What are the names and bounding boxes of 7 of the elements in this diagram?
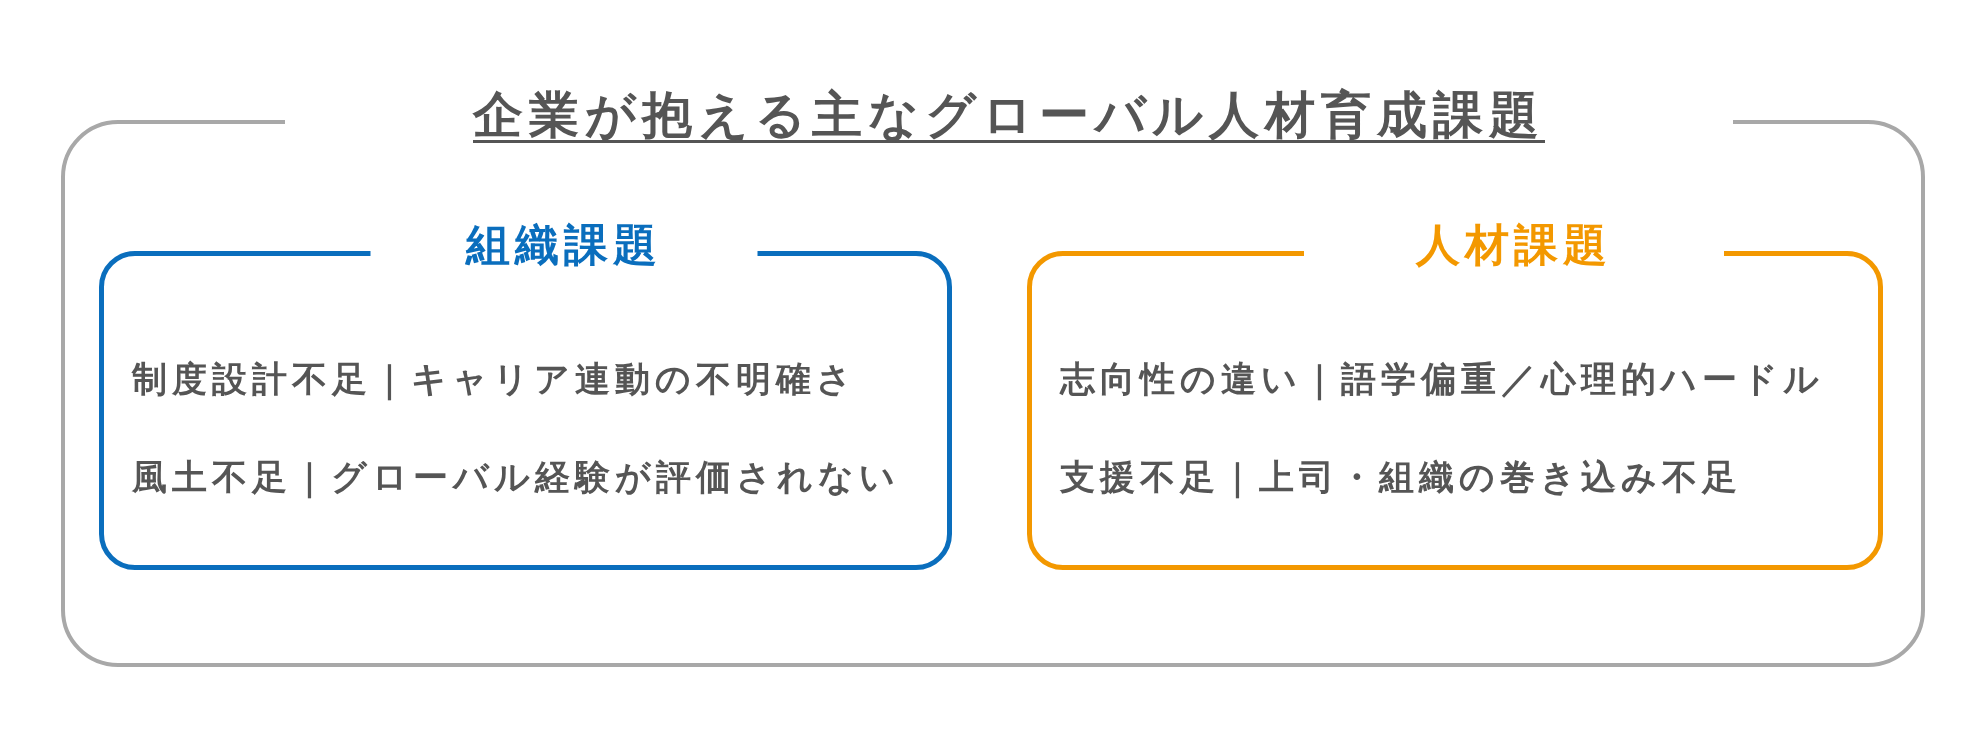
box-heading: 人材課題 xyxy=(1414,218,1613,272)
issue-text: 志向性の違い｜語学偏重／心理的ハードル xyxy=(1060,358,1824,403)
issue-text: 支援不足｜上司・組織の巻き込み不足 xyxy=(1060,456,1742,501)
frame-heading: 企業が抱える主なグローバル人材育成課題 xyxy=(471,85,1546,145)
issue-text: 制度設計不足｜キャリア連動の不明確さ xyxy=(132,358,857,403)
issue-text: 風土不足｜グローバル経験が評価されない xyxy=(132,456,900,501)
box-heading: 組織課題 xyxy=(464,218,663,272)
